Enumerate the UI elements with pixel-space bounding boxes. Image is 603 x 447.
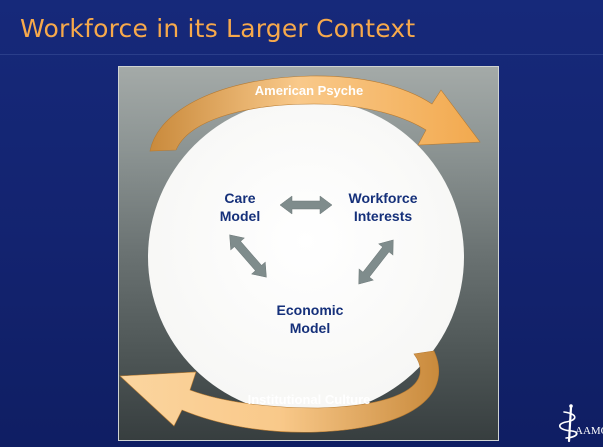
bottom-curved-arrow: [119, 350, 439, 433]
workforce-economic-connector: [358, 239, 394, 285]
care-workforce-connector: [279, 195, 333, 215]
economic-model-node: Economic Model: [276, 302, 344, 336]
workforce-interests-node: Workforce Interests: [348, 190, 418, 224]
slide-title: Workforce in its Larger Context: [20, 14, 416, 43]
care-model-node: Care Model: [219, 190, 261, 224]
care-economic-connector: [229, 234, 267, 278]
aamc-logo-text: AAMC: [575, 425, 603, 437]
top-curved-arrow: [149, 75, 481, 152]
title-divider: [0, 54, 603, 55]
institutional-culture-label: Institutional Culture: [247, 392, 371, 407]
central-circle: [148, 99, 464, 415]
aamc-logo-mark: [559, 404, 578, 443]
american-psyche-label: American Psyche: [254, 83, 364, 98]
